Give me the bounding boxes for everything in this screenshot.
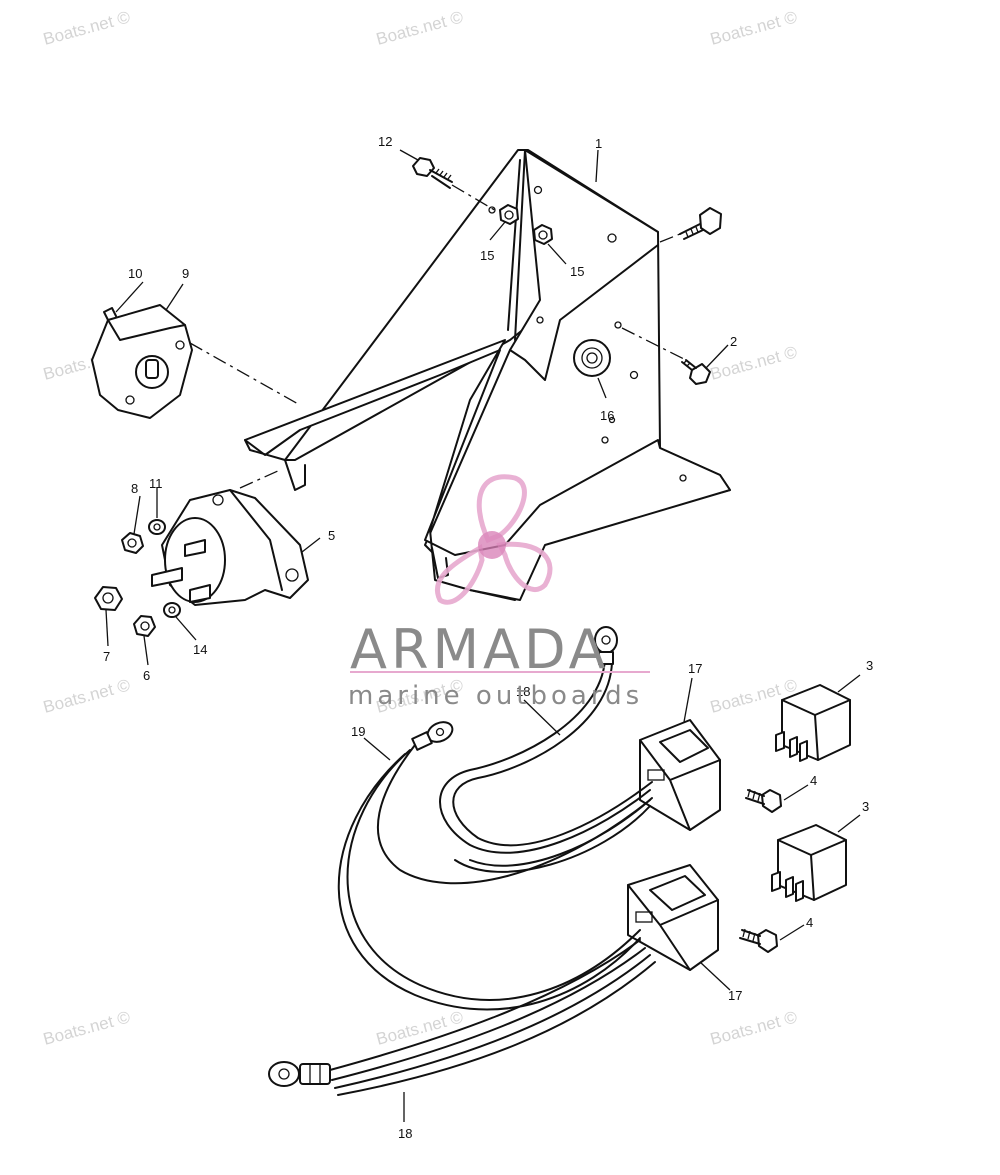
callout-4: 4 (806, 915, 813, 930)
watermark: Boats.net © (708, 7, 799, 49)
connector-part-17-upper (639, 719, 721, 831)
callout-10: 10 (128, 266, 142, 281)
assembly-line-screw-upper (659, 233, 681, 243)
watermark: Boats.net © (708, 1007, 799, 1049)
callout-18: 18 (516, 684, 530, 699)
callout-9: 9 (182, 266, 189, 281)
ring-terminal-lower (268, 1061, 331, 1087)
callout-4: 4 (810, 773, 817, 788)
callout-18: 18 (398, 1126, 412, 1141)
watermark: Boats.net © (41, 1007, 132, 1049)
watermark: Boats.net © (374, 7, 465, 49)
callout-1: 1 (595, 136, 602, 151)
nut-part-15b (533, 224, 553, 245)
nut-part-7 (94, 586, 123, 611)
assembly-line-screw-2 (621, 327, 687, 361)
screw-part-12 (412, 157, 453, 189)
solenoid-part-5 (151, 489, 309, 606)
washer-part-11 (148, 519, 166, 535)
watermark: Boats.net © (41, 675, 132, 717)
bracket-part-1 (244, 149, 731, 601)
screw-part-4-upper (745, 788, 782, 813)
callout-2: 2 (730, 334, 737, 349)
callout-11: 11 (149, 476, 163, 491)
washer-part-14 (163, 602, 181, 618)
assembly-line-solenoid (239, 469, 281, 489)
callout-3: 3 (862, 799, 869, 814)
relay-part-3-upper (775, 684, 851, 762)
callout-14: 14 (193, 642, 207, 657)
callout-15: 15 (480, 248, 494, 263)
callout-7: 7 (103, 649, 110, 664)
nut-part-8 (121, 532, 144, 554)
callout-8: 8 (131, 481, 138, 496)
screw-part-2 (681, 359, 711, 385)
callout-6: 6 (143, 668, 150, 683)
callout-numbers: 12 1 15 15 2 16 10 9 5 8 11 7 6 14 3 3 4… (103, 134, 873, 1141)
relay-part-3-lower (771, 824, 847, 902)
screw-part-4-lower (739, 928, 778, 953)
callout-17: 17 (688, 661, 702, 676)
callout-5: 5 (328, 528, 335, 543)
ring-terminal-wire-19 (411, 721, 454, 751)
harness-wires (329, 659, 656, 1096)
callout-19: 19 (351, 724, 365, 739)
connector-part-17-lower (627, 864, 719, 971)
callout-17: 17 (728, 988, 742, 1003)
watermark: Boats.net © (41, 7, 132, 49)
brand-tagline: marine outboards (348, 681, 643, 711)
callout-12: 12 (378, 134, 392, 149)
assembly-line-switch (189, 342, 301, 406)
callout-16: 16 (600, 408, 614, 423)
screw-part-2-upper (679, 207, 722, 240)
callout-3: 3 (866, 658, 873, 673)
nut-part-15a (499, 204, 519, 225)
leader-lines (105, 149, 861, 1122)
propeller-icon (434, 474, 553, 605)
switch-part-9 (91, 304, 193, 419)
watermark: Boats.net © (708, 342, 799, 384)
armada-logo: ARMADA marine outboards (348, 474, 650, 711)
assembly-line-screw-12 (451, 184, 499, 213)
ring-terminal-upper (594, 626, 618, 665)
nut-part-6 (133, 615, 156, 637)
brand-name: ARMADA (350, 618, 610, 681)
callout-15: 15 (570, 264, 584, 279)
